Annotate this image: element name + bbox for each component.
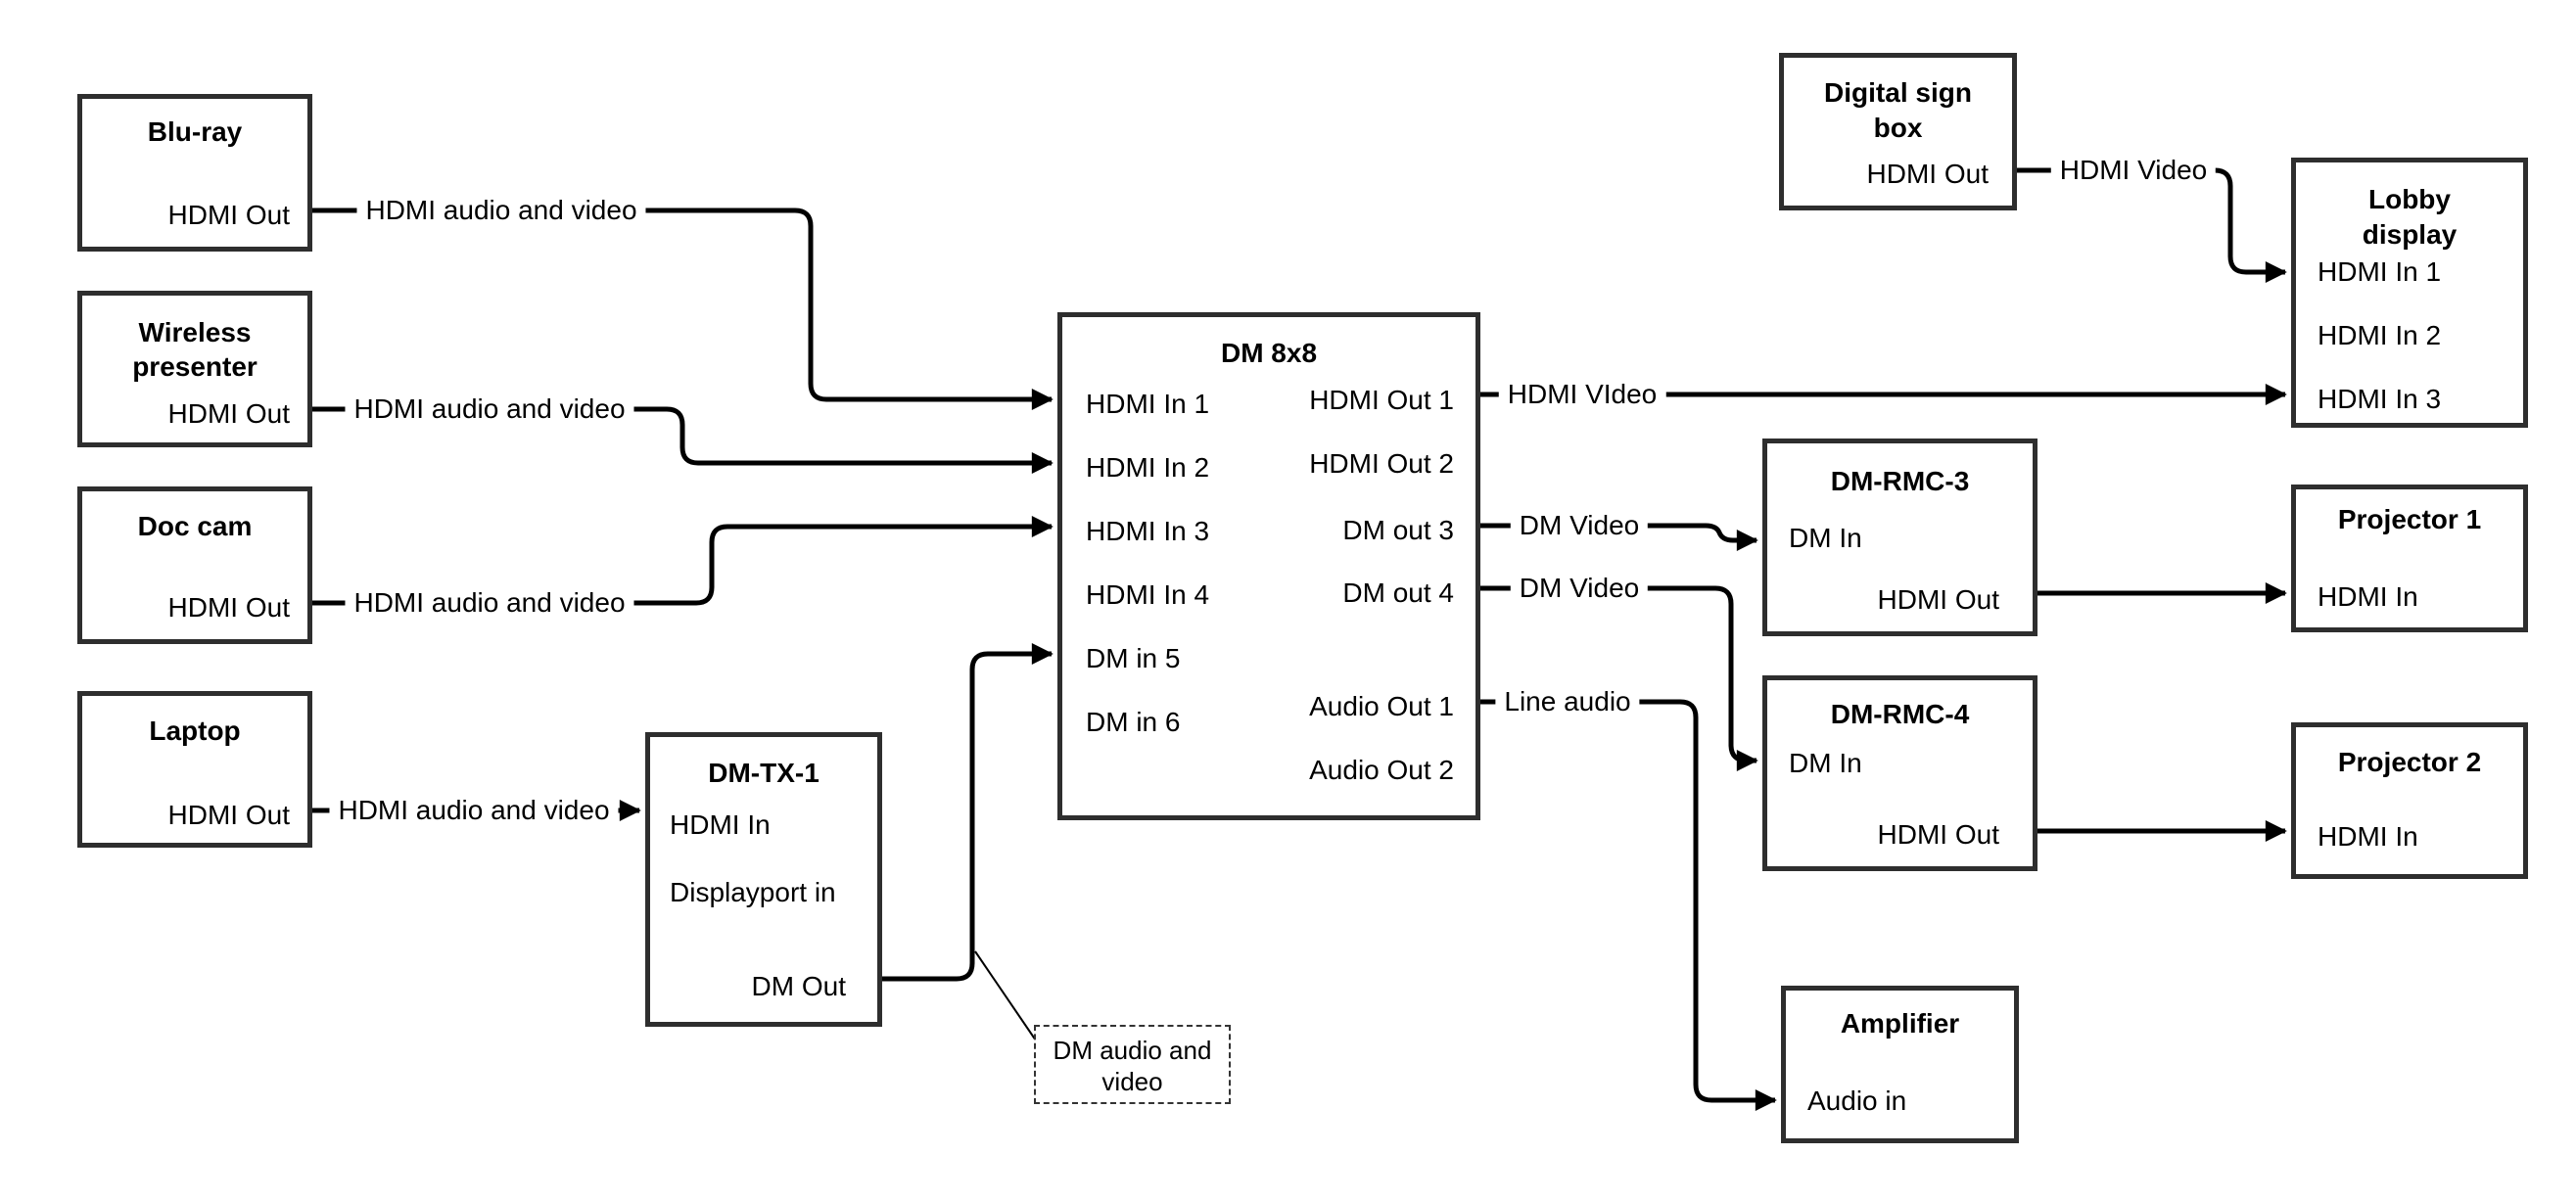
cable-dm8x8-audioout1-to-amplifier [1480, 699, 1777, 1111]
node-projector-1: Projector 1 HDMI In [2291, 485, 2528, 632]
cable-label-hdmi-video-out1: HDMI VIdeo [1498, 379, 1666, 410]
cable-dm8x8-out3-to-dmrmc3-dmin [1480, 523, 1758, 551]
node-amplifier: Amplifier Audio in [1781, 986, 2019, 1143]
note-line1: DM audio and [1053, 1036, 1212, 1065]
port-hdmi-in: HDMI In [670, 809, 771, 840]
node-title: DM-TX-1 [708, 758, 820, 788]
port-dm-in-5: DM in 5 [1086, 643, 1181, 673]
node-title-line1: Wireless [138, 317, 252, 347]
node-dm-rmc-3: DM-RMC-3 DM In HDMI Out [1762, 439, 2037, 636]
node-projector-2: Projector 2 HDMI In [2291, 722, 2528, 879]
port-hdmi-out: HDMI Out [167, 200, 290, 230]
node-dm-tx-1: DM-TX-1 HDMI In Displayport in DM Out [645, 732, 882, 1027]
port-hdmi-out: HDMI Out [1877, 584, 1999, 615]
port-hdmi-in-2: HDMI In 2 [1086, 452, 1210, 483]
cable-label-hdmi-video-sign: HDMI Video [2050, 155, 2217, 186]
port-hdmi-out: HDMI Out [167, 398, 290, 429]
port-displayport-in: Displayport in [670, 877, 836, 907]
port-hdmi-out: HDMI Out [167, 592, 290, 623]
port-dm-in-6: DM in 6 [1086, 707, 1181, 737]
node-title-line2: box [1873, 113, 1923, 143]
cable-dmtx1-dmout-to-dm8x8-in5 [882, 643, 1054, 982]
note-line2: video [1101, 1067, 1163, 1096]
node-blu-ray: Blu-ray HDMI Out [77, 94, 312, 252]
port-hdmi-in-3: HDMI In 3 [1086, 516, 1210, 546]
cable-dm8x8-out4-to-dmrmc4-dmin [1480, 585, 1758, 771]
cable-bluray-to-dm8x8-in1 [312, 208, 1054, 410]
cable-label-line-audio: Line audio [1495, 686, 1640, 717]
node-laptop: Laptop HDMI Out [77, 691, 312, 848]
node-title-line2: presenter [132, 351, 258, 382]
node-doc-cam: Doc cam HDMI Out [77, 486, 312, 644]
node-lobby-display: Lobby display HDMI In 1 HDMI In 2 HDMI I… [2291, 158, 2528, 428]
port-hdmi-in-3: HDMI In 3 [2318, 384, 2442, 414]
port-hdmi-out: HDMI Out [1866, 159, 1989, 189]
node-title: DM-RMC-4 [1830, 699, 1970, 729]
port-hdmi-out-2: HDMI Out 2 [1309, 448, 1454, 479]
cable-label-bluray: HDMI audio and video [356, 195, 646, 226]
node-dm-8x8: DM 8x8 HDMI In 1 HDMI In 2 HDMI In 3 HDM… [1057, 312, 1480, 820]
port-hdmi-out: HDMI Out [1877, 819, 1999, 850]
cable-label-dm-video-out3: DM Video [1510, 510, 1649, 541]
node-title-line1: Digital sign [1824, 77, 1972, 108]
cable-label-dm-video-out4: DM Video [1510, 573, 1649, 604]
note-callout-line [974, 950, 1039, 1044]
port-hdmi-in-1: HDMI In 1 [2318, 256, 2442, 287]
node-dm-rmc-4: DM-RMC-4 DM In HDMI Out [1762, 675, 2037, 871]
port-dm-out-3: DM out 3 [1342, 515, 1454, 545]
port-hdmi-out: HDMI Out [167, 800, 290, 830]
port-audio-in: Audio in [1807, 1086, 1907, 1116]
note-dm-audio-video: DM audio and video [1034, 1025, 1231, 1104]
port-audio-out-2: Audio Out 2 [1309, 755, 1454, 785]
port-dm-in: DM In [1789, 523, 1862, 553]
cable-label-laptop: HDMI audio and video [329, 795, 619, 826]
cable-label-doccam: HDMI audio and video [345, 587, 634, 619]
cable-doccam-to-dm8x8-in3 [312, 516, 1054, 606]
port-hdmi-in: HDMI In [2318, 821, 2418, 852]
port-hdmi-in-4: HDMI In 4 [1086, 579, 1210, 610]
node-title-line1: Lobby [2368, 184, 2451, 214]
node-title: Laptop [149, 716, 241, 746]
node-digital-sign-box: Digital sign box HDMI Out [1779, 53, 2017, 210]
node-title: Blu-ray [147, 116, 243, 147]
node-title: Doc cam [137, 511, 253, 541]
cable-wireless-to-dm8x8-in2 [312, 406, 1054, 474]
cable-digitalsign-to-lobby-in1 [2017, 167, 2287, 283]
node-title: Projector 1 [2337, 504, 2482, 534]
node-title-line2: display [2362, 219, 2458, 250]
port-audio-out-1: Audio Out 1 [1309, 691, 1454, 721]
node-wireless-presenter: Wireless presenter HDMI Out [77, 291, 312, 447]
port-dm-out: DM Out [751, 971, 846, 1001]
port-dm-out-4: DM out 4 [1342, 577, 1454, 608]
port-hdmi-in-1: HDMI In 1 [1086, 389, 1210, 419]
node-title: Amplifier [1840, 1008, 1960, 1039]
port-dm-in: DM In [1789, 748, 1862, 778]
cable-label-wireless: HDMI audio and video [345, 393, 634, 425]
node-title: Projector 2 [2337, 747, 2482, 777]
port-hdmi-out-1: HDMI Out 1 [1309, 385, 1454, 415]
node-title: DM-RMC-3 [1830, 466, 1970, 496]
port-hdmi-in: HDMI In [2318, 581, 2418, 612]
node-title: DM 8x8 [1220, 338, 1318, 368]
port-hdmi-in-2: HDMI In 2 [2318, 320, 2442, 350]
